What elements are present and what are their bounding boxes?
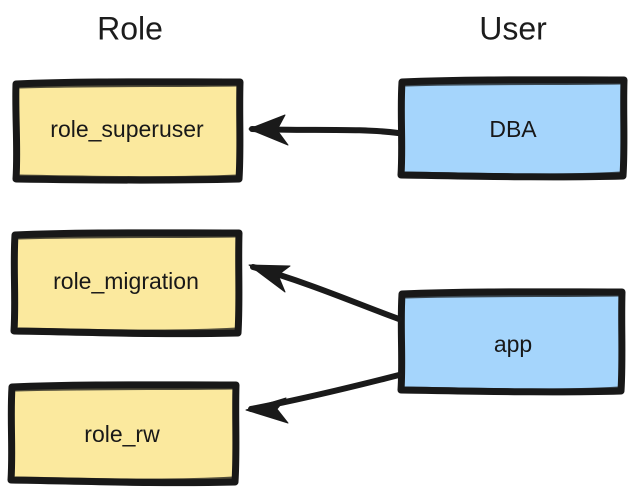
edge-app-to-role-rw[interactable] — [245, 372, 402, 424]
node-role-superuser-border — [12, 78, 244, 184]
node-role-migration-border-accent — [17, 234, 238, 333]
node-role-migration-fill — [16, 234, 238, 331]
column-title-user: User — [479, 10, 547, 46]
node-role-migration[interactable]: role_migration — [10, 229, 243, 338]
node-dba-border — [397, 76, 628, 181]
node-dba-fill — [404, 81, 622, 174]
edge-app-to-role-migration[interactable] — [248, 264, 402, 322]
node-role-superuser-label: role_superuser — [50, 116, 204, 142]
node-dba-border-accent — [403, 81, 623, 177]
edge-app-to-role-rw-arrowhead — [245, 397, 289, 424]
column-title-role: Role — [97, 10, 163, 46]
node-app-border-accent — [403, 293, 621, 392]
edge-dba-to-role-superuser[interactable] — [248, 114, 401, 146]
node-app-fill — [404, 293, 620, 389]
node-role-migration-border — [10, 229, 243, 338]
node-role-migration-label: role_migration — [53, 268, 199, 294]
node-app-border — [397, 288, 626, 396]
node-app[interactable]: app — [397, 288, 626, 396]
node-dba-label: DBA — [489, 116, 537, 142]
node-app-label: app — [494, 331, 532, 357]
node-role-rw[interactable]: role_rw — [7, 381, 240, 487]
node-role-rw-fill — [13, 386, 235, 480]
edge-dba-to-role-superuser-arrowhead — [248, 114, 289, 146]
node-dba[interactable]: DBA — [397, 76, 628, 181]
node-role-superuser[interactable]: role_superuser — [12, 78, 244, 184]
node-role-rw-label: role_rw — [84, 421, 160, 447]
node-role-rw-border-accent — [14, 386, 235, 482]
edge-app-to-role-migration-arrowhead — [248, 264, 291, 293]
node-role-rw-border — [7, 381, 240, 487]
node-role-superuser-fill — [17, 83, 239, 178]
node-role-superuser-border-accent — [18, 83, 239, 180]
